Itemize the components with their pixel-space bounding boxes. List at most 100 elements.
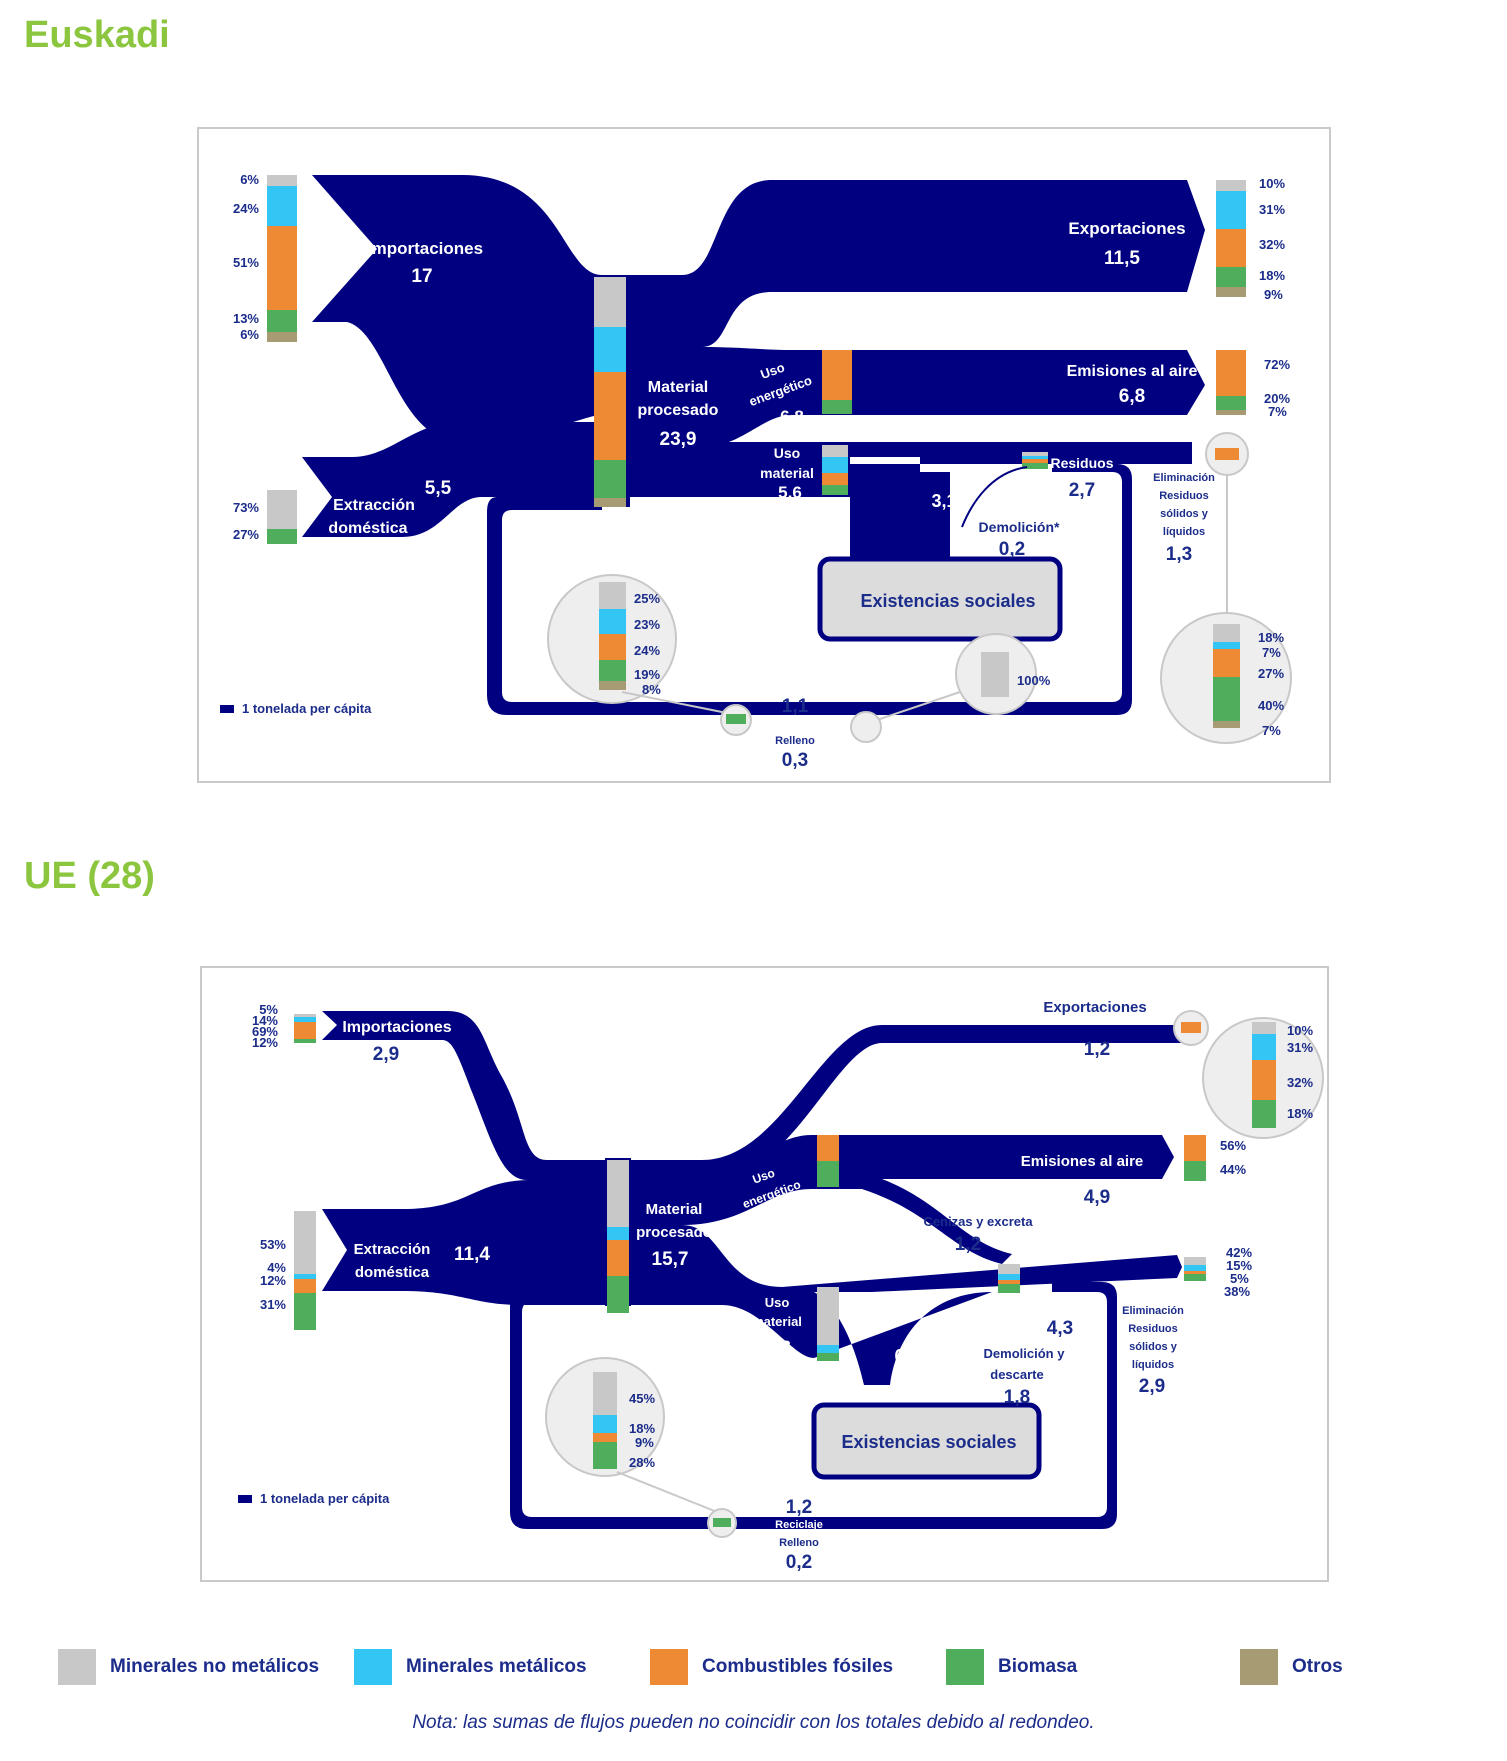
svg-text:8,3: 8,3 xyxy=(767,1337,791,1356)
svg-text:44%: 44% xyxy=(1220,1162,1246,1177)
svg-text:18%: 18% xyxy=(1287,1106,1313,1121)
ue-sankey: Importaciones 2,9 Extracción doméstica 1… xyxy=(238,999,1324,1573)
relleno-value: 0,3 xyxy=(782,750,808,771)
svg-text:Residuos: Residuos xyxy=(1159,490,1209,502)
ue-exportaciones-label: Exportaciones xyxy=(1043,999,1146,1016)
svg-text:32%: 32% xyxy=(1287,1075,1313,1090)
extraccion-flow xyxy=(302,422,602,537)
svg-text:7%: 7% xyxy=(1262,723,1281,738)
svg-text:18%: 18% xyxy=(629,1421,655,1436)
svg-text:38%: 38% xyxy=(1224,1284,1250,1299)
ue-stock-flow-value: 6,9 xyxy=(894,1346,919,1366)
reciclaje-value: 1,1 xyxy=(782,696,809,717)
legend-label: Minerales no metálicos xyxy=(110,1656,320,1677)
svg-text:Eliminación: Eliminación xyxy=(1122,1305,1184,1317)
svg-text:69%: 69% xyxy=(252,1024,278,1039)
svg-text:53%: 53% xyxy=(260,1237,286,1252)
legend-label: Otros xyxy=(1292,1656,1343,1677)
residuos-value: 2,7 xyxy=(1069,480,1095,501)
ue-cenizas-value: 1,2 xyxy=(955,1234,981,1255)
ue-uso-energetico-flow xyxy=(631,1135,1174,1264)
svg-text:Reciclaje: Reciclaje xyxy=(775,1519,823,1531)
emisiones-bar xyxy=(1216,350,1246,415)
svg-text:25%: 25% xyxy=(634,591,660,606)
legend: Minerales no metálicos Minerales metálic… xyxy=(56,1647,1456,1687)
svg-text:6%: 6% xyxy=(240,172,259,187)
svg-text:19%: 19% xyxy=(634,667,660,682)
svg-text:8%: 8% xyxy=(642,682,661,697)
svg-text:Demolición*: Demolición* xyxy=(979,519,1060,535)
svg-text:Relleno: Relleno xyxy=(775,735,815,747)
ue-uso-material-bar xyxy=(817,1287,839,1361)
legend-label: Biomasa xyxy=(998,1656,1078,1677)
svg-text:10%: 10% xyxy=(1259,176,1285,191)
svg-text:13%: 13% xyxy=(233,311,259,326)
svg-text:material: material xyxy=(752,1314,802,1329)
stock-flow-value: 3,1 xyxy=(931,491,956,511)
relleno-magnifier xyxy=(850,633,1037,743)
uso-energetico-flow xyxy=(630,347,1205,447)
svg-text:32%: 32% xyxy=(1259,237,1285,252)
ue-title: UE (28) xyxy=(24,855,155,897)
uso-material-flow xyxy=(630,442,1192,562)
svg-text:31%: 31% xyxy=(260,1297,286,1312)
ue-uso-energetico-bar xyxy=(817,1135,839,1187)
svg-text:40%: 40% xyxy=(1258,698,1284,713)
svg-text:líquidos: líquidos xyxy=(1163,526,1205,538)
extraccion-value: 5,5 xyxy=(425,478,452,499)
svg-text:20%: 20% xyxy=(1264,391,1290,406)
svg-text:12%: 12% xyxy=(252,1035,278,1050)
ue-reciclaje-magnifier xyxy=(545,1357,737,1538)
ue-reciclaje-value: 1,2 xyxy=(786,1497,812,1518)
svg-text:Cenizas y excreta: Cenizas y excreta xyxy=(923,1214,1033,1229)
legend-item-otros: Otros xyxy=(1240,1647,1343,1687)
svg-text:5,6: 5,6 xyxy=(778,483,802,502)
svg-text:72%: 72% xyxy=(1264,357,1290,372)
svg-text:18%: 18% xyxy=(1259,268,1285,283)
uso-material-bar xyxy=(822,445,848,495)
ue-existencias-box xyxy=(811,1402,1042,1480)
scale-swatch xyxy=(220,705,234,713)
svg-text:doméstica: doméstica xyxy=(328,520,407,537)
svg-text:24%: 24% xyxy=(233,201,259,216)
svg-text:28%: 28% xyxy=(629,1455,655,1470)
legend-item-combustibles-fosiles: Combustibles fósiles xyxy=(650,1647,893,1687)
ue-importaciones-flow xyxy=(322,1011,622,1180)
eliminacion-magnifier xyxy=(1160,432,1292,744)
svg-text:10%: 10% xyxy=(1287,1023,1313,1038)
svg-text:18%: 18% xyxy=(1258,630,1284,645)
scale-label: 1 tonelada per cápita xyxy=(242,701,372,716)
legend-swatch xyxy=(1240,1649,1278,1685)
svg-text:descarte: descarte xyxy=(990,1367,1043,1382)
importaciones-value: 17 xyxy=(411,266,432,287)
legend-item-minerales-metalicos: Minerales metálicos xyxy=(354,1647,587,1687)
svg-text:31%: 31% xyxy=(1287,1040,1313,1055)
svg-text:Residuos: Residuos xyxy=(1128,1323,1178,1335)
eliminacion-value: 1,3 xyxy=(1166,544,1192,565)
material-procesado-value: 23,9 xyxy=(660,429,697,450)
legend-swatch xyxy=(58,1649,96,1685)
footnote: Nota: las sumas de flujos pueden no coin… xyxy=(412,1712,1095,1733)
emisiones-label: Emisiones al aire xyxy=(1067,363,1198,380)
euskadi-sankey: Importaciones 17 Extracción doméstica 5,… xyxy=(220,172,1292,771)
svg-text:15%: 15% xyxy=(1226,1258,1252,1273)
ue-material-procesado-bar xyxy=(607,1160,629,1313)
existencias-box xyxy=(817,556,1063,642)
ue-exportaciones-value: 1,2 xyxy=(1084,1039,1110,1060)
ue-relleno-value: 0,2 xyxy=(786,1552,812,1573)
svg-text:material: material xyxy=(760,465,814,481)
ue-exportaciones-flow xyxy=(631,1025,1192,1180)
material-procesado-bar xyxy=(594,277,626,507)
reciclaje-magnifier xyxy=(547,574,752,736)
ue-importaciones-bar xyxy=(294,1014,316,1043)
ue-uso-material-flow xyxy=(631,1225,1182,1385)
svg-text:Eliminación: Eliminación xyxy=(1153,472,1215,484)
svg-text:5%: 5% xyxy=(1230,1271,1249,1286)
legend-label: Combustibles fósiles xyxy=(702,1656,894,1677)
ue-eliminacion-bar xyxy=(1184,1257,1206,1281)
legend-item-minerales-no-metalicos: Minerales no metálicos xyxy=(58,1647,319,1687)
legend-swatch xyxy=(946,1649,984,1685)
svg-text:51%: 51% xyxy=(233,255,259,270)
svg-text:Importaciones: Importaciones xyxy=(342,1019,451,1036)
svg-text:7%: 7% xyxy=(1268,404,1287,419)
